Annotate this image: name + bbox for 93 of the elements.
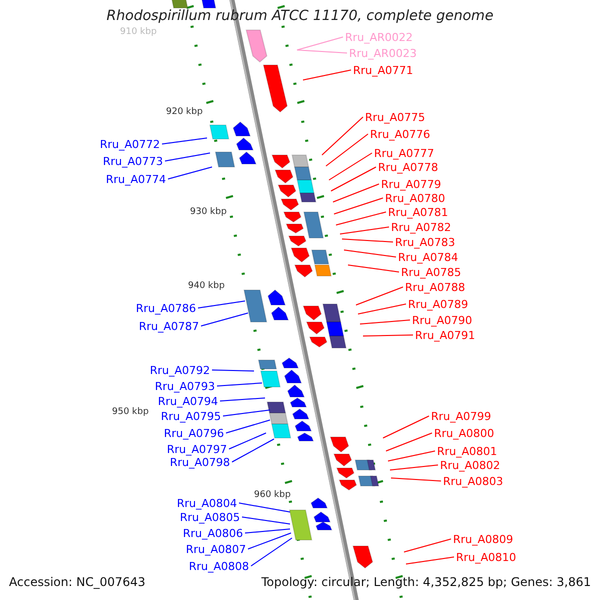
scale-label: 910 kbp (120, 28, 157, 37)
leader-line (228, 432, 266, 450)
leader-line (404, 538, 452, 552)
leader-line (200, 312, 248, 326)
leader-line (340, 226, 390, 234)
leader-line (344, 250, 396, 258)
gene-label: Rru_A0776 (370, 128, 430, 141)
scale-label: 940 kbp (188, 282, 225, 291)
gene-label: Rru_A0789 (408, 298, 468, 311)
scale-label: 930 kbp (190, 208, 227, 217)
leader-line (244, 528, 290, 534)
gene-label: Rru_A0774 (106, 173, 166, 186)
leader-line (238, 502, 290, 512)
gene-label: Rru_A0796 (164, 427, 224, 440)
leader-line (198, 300, 246, 308)
leader-line (362, 334, 414, 336)
gene-label: Rru_AR0023 (349, 47, 417, 60)
gene-label: Rru_A0780 (385, 192, 446, 205)
scale-label: 950 kbp (112, 408, 149, 417)
leader-line (342, 238, 394, 242)
gene-label: Rru_A0809 (453, 533, 514, 546)
gene-label: Rru_A0775 (365, 111, 426, 124)
leader-line (162, 138, 208, 144)
genome-summary-text: Topology: circular; Length: 4,352,825 bp; Genes: 3,861 (261, 576, 591, 589)
leader-line (220, 398, 266, 402)
gene-label: Rru_A0801 (437, 445, 498, 458)
gene-label: Rru_A0783 (395, 236, 456, 249)
gene-label: Rru_A0804 (176, 497, 237, 510)
leader-line (250, 538, 292, 566)
leader-line (348, 264, 400, 272)
gene-label: Rru_A0779 (381, 178, 442, 191)
leader-line (356, 286, 404, 306)
leader-line (358, 304, 406, 314)
accession-text: Accession: NC_007643 (9, 576, 146, 589)
gene-label: Rru_A0781 (388, 206, 448, 219)
scale-label: 920 kbp (166, 108, 203, 117)
leader-line (334, 198, 384, 214)
gene-label: Rru_A0810 (456, 551, 516, 564)
leader-line (328, 152, 372, 180)
leader-line (326, 134, 368, 166)
gene-label: Rru_A0784 (398, 251, 458, 264)
gene-label: Rru_A0800 (434, 427, 494, 440)
gene-label: Rru_A0798 (170, 456, 230, 469)
leader-line (322, 116, 364, 156)
diagram-title: Rhodospirillum rubrum ATCC 11170, complete genome (106, 8, 494, 25)
gene-label: Rru_A0797 (166, 443, 227, 456)
gene-label: Rru_A0803 (443, 475, 504, 488)
leader-line (336, 212, 386, 226)
gene-label: Rru_A0790 (412, 314, 472, 327)
gene-label: Rru_A0771 (353, 64, 414, 77)
leader-line (296, 36, 344, 50)
leader-line (248, 532, 292, 550)
gene-label: Rru_A0777 (374, 147, 434, 160)
gene-label: Rru_A0802 (440, 459, 500, 472)
gene-label: Rru_A0795 (160, 410, 221, 423)
gene-label: Rru_A0778 (378, 161, 438, 174)
gene-label: Rru_AR0022 (345, 31, 413, 44)
leader-line (232, 438, 274, 462)
gene-label: Rru_A0792 (150, 364, 210, 377)
leader-line (406, 556, 454, 564)
gene-label: Rru_A0799 (431, 410, 492, 423)
leader-line (222, 410, 270, 416)
leader-line (360, 320, 410, 324)
gene-label: Rru_A0793 (154, 380, 215, 393)
leader-line (330, 166, 376, 192)
gene-label: Rru_A0808 (188, 560, 249, 573)
gene-label: Rru_A0773 (102, 155, 163, 168)
gene-label: Rru_A0791 (415, 329, 476, 342)
leader-line (164, 152, 210, 162)
gene-label: Rru_A0786 (136, 302, 196, 315)
leader-line (242, 516, 290, 524)
leader-line (212, 370, 254, 372)
gene-label: Rru_A0772 (100, 138, 160, 151)
gene-label: Rru_A0788 (405, 281, 466, 294)
gene-label: Rru_A0806 (182, 527, 243, 540)
leader-line (390, 478, 442, 482)
leader-line (226, 420, 270, 434)
leader-line (168, 166, 212, 180)
leader-line (296, 50, 348, 54)
leader-line (386, 432, 432, 452)
gene-label: Rru_A0787 (138, 320, 199, 333)
gene-label: Rru_A0805 (180, 511, 240, 524)
gene-label: Rru_A0807 (186, 543, 246, 556)
gene-label: Rru_A0785 (401, 266, 462, 279)
leader-line (216, 382, 262, 386)
gene-label: Rru_A0782 (391, 221, 452, 234)
leader-line (390, 464, 438, 470)
leader-line (382, 416, 430, 438)
gene-label: Rru_A0794 (158, 395, 218, 408)
leader-line (332, 184, 380, 202)
leader-line (388, 450, 436, 462)
scale-label: 960 kbp (254, 491, 291, 500)
leader-line (302, 70, 352, 80)
